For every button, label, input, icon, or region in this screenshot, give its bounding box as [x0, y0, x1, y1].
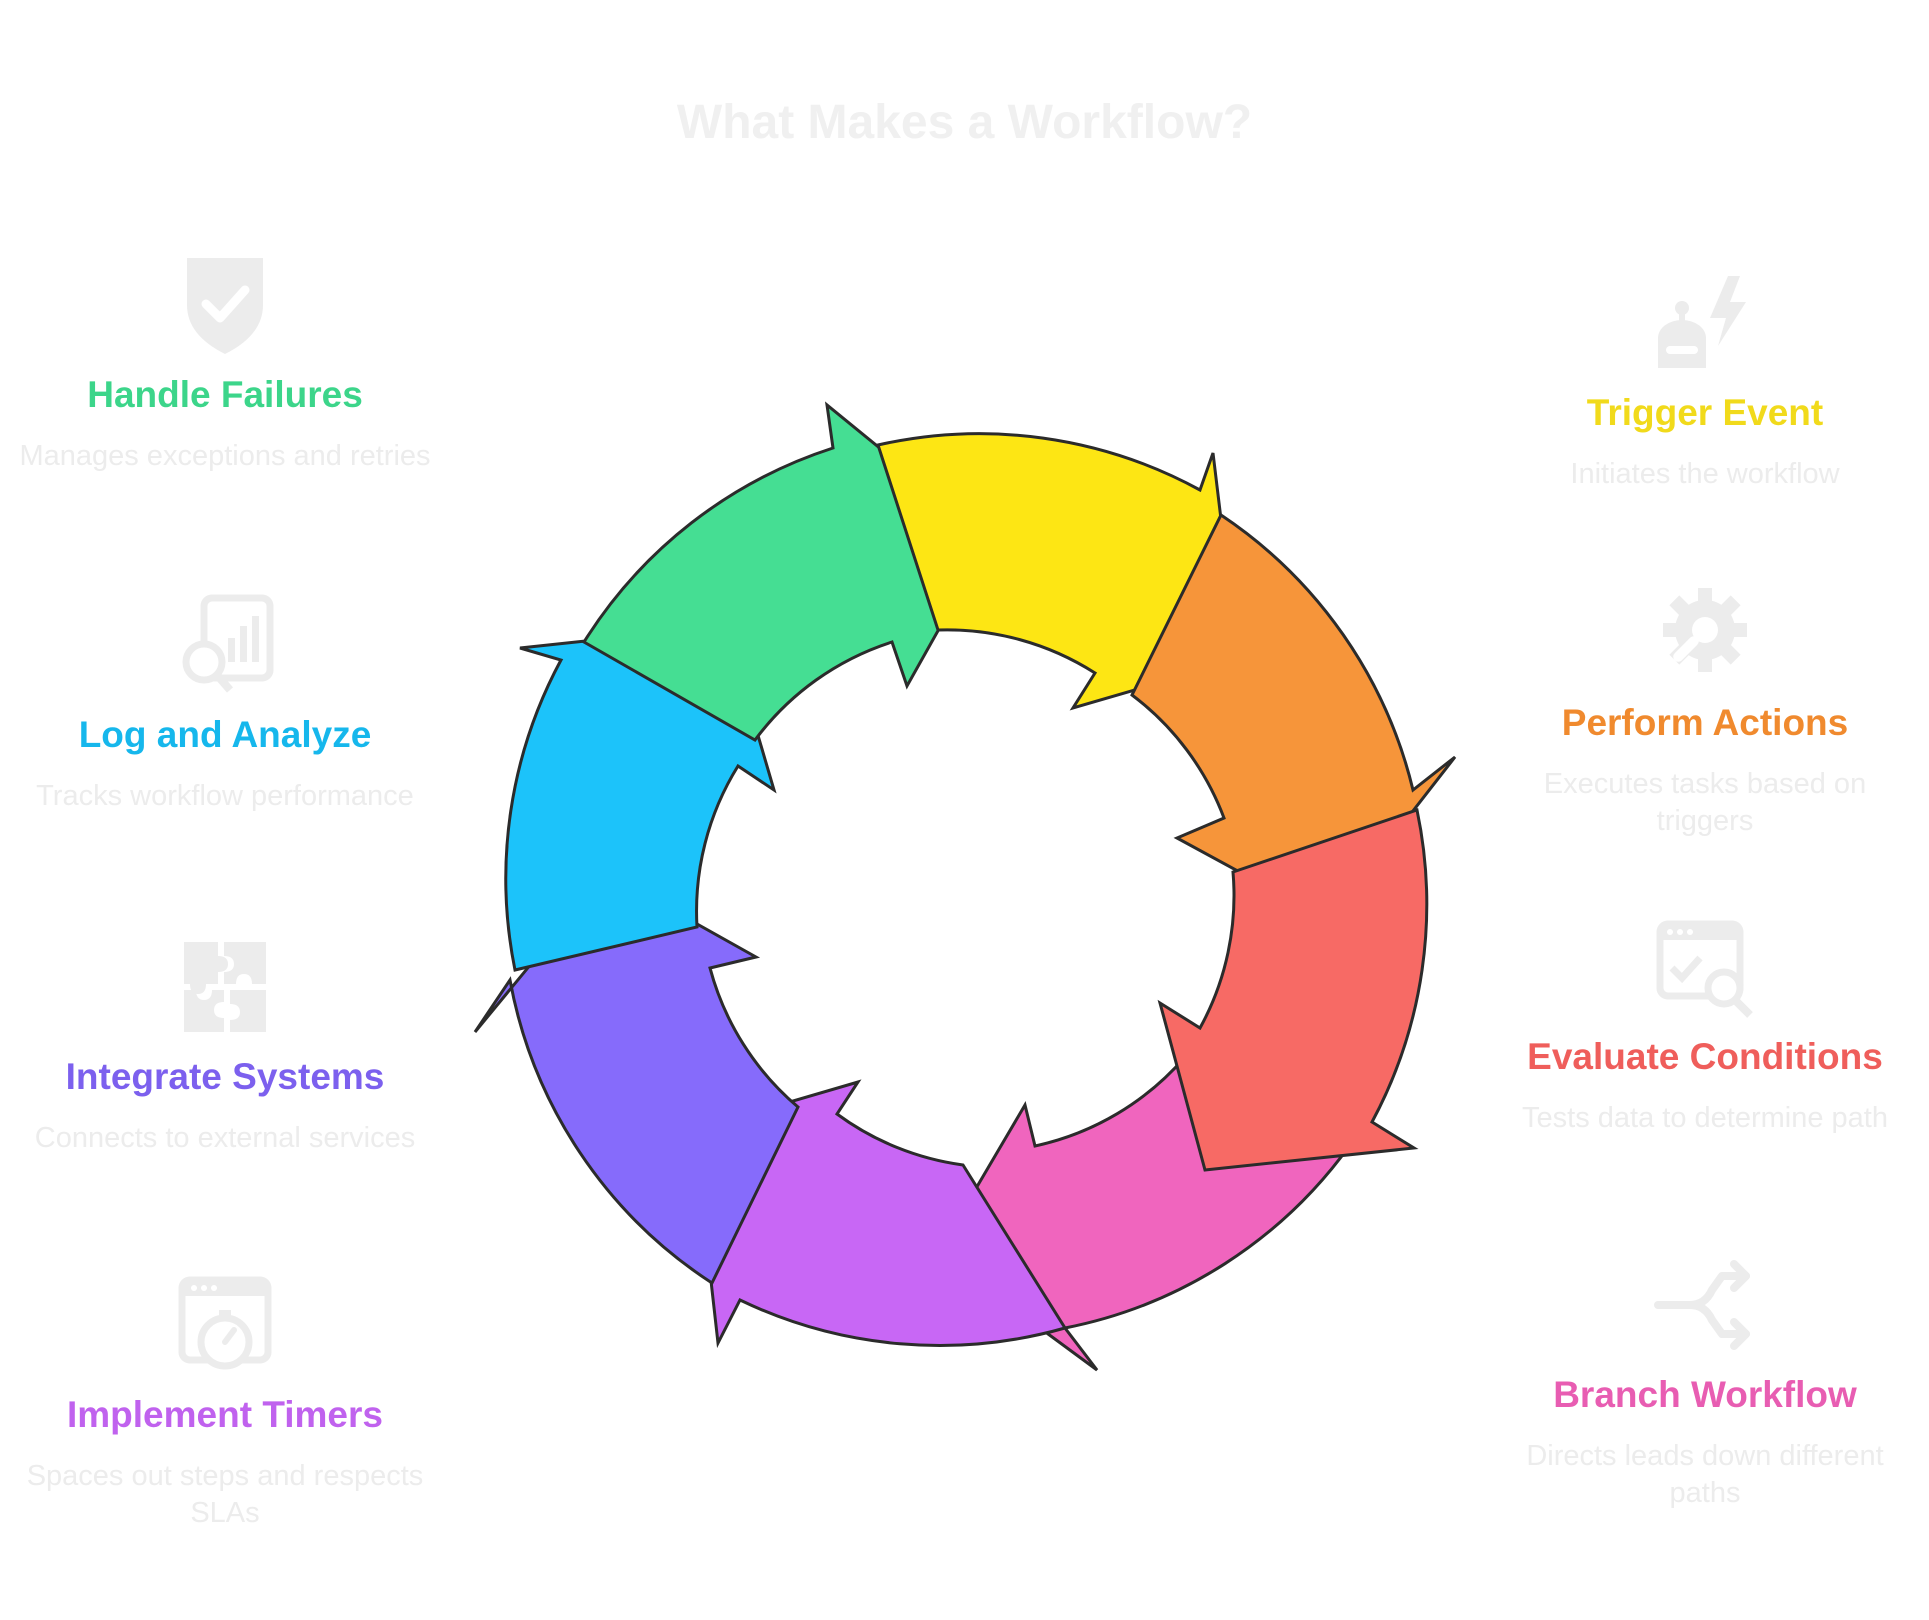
arrow-failures: [581, 401, 992, 742]
step-description: Connects to external services: [34, 1122, 416, 1154]
step-label: Handle Failures: [87, 374, 363, 415]
step-description: Manages exceptions and retries: [19, 440, 431, 472]
arrow-trigger: [876, 432, 1240, 711]
shield-check-icon: [187, 258, 263, 354]
step-label: Trigger Event: [1586, 392, 1824, 433]
gear-wrench-icon: [1663, 588, 1747, 672]
branch-arrows-icon: [1654, 1260, 1750, 1350]
step-branch-workflow: Branch Workflow Directs leads down diffe…: [1495, 1250, 1915, 1512]
chart-search-icon: [182, 594, 274, 693]
step-label: Perform Actions: [1561, 702, 1849, 743]
step-evaluate-conditions: Evaluate Conditions Tests data to determ…: [1495, 912, 1915, 1137]
step-description: Executes tasks based on triggers: [1543, 768, 1867, 837]
step-integrate-systems: Integrate Systems Connects to external s…: [15, 932, 435, 1157]
step-description: Initiates the workflow: [1570, 458, 1840, 490]
step-label: Evaluate Conditions: [1527, 1036, 1883, 1077]
step-description: Tracks workflow performance: [36, 780, 414, 812]
arrow-actions: [1130, 512, 1457, 922]
step-description: Directs leads down different paths: [1526, 1440, 1884, 1509]
step-implement-timers: Implement Timers Spaces out steps and re…: [15, 1270, 435, 1532]
robot-lightning-icon: [1658, 276, 1746, 368]
step-label: Log and Analyze: [78, 714, 372, 755]
step-label: Branch Workflow: [1553, 1374, 1857, 1415]
diagram-title: What Makes a Workflow?: [676, 96, 1253, 149]
arrow-timers: [692, 1079, 1068, 1349]
puzzle-pieces-icon: [184, 942, 266, 1032]
step-perform-actions: Perform Actions Executes tasks based on …: [1495, 578, 1915, 840]
step-label: Integrate Systems: [65, 1056, 385, 1097]
browser-stopwatch-icon: [178, 1276, 272, 1370]
step-handle-failures: Handle Failures Manages exceptions and r…: [15, 250, 435, 475]
step-description: Tests data to determine path: [1522, 1102, 1888, 1134]
arrow-integrate: [473, 871, 800, 1286]
step-description: Spaces out steps and respects SLAs: [26, 1460, 424, 1529]
browser-check-search-icon: [1656, 920, 1753, 1018]
step-log-and-analyze: Log and Analyze Tracks workflow performa…: [15, 590, 435, 815]
step-label: Implement Timers: [67, 1394, 383, 1435]
step-trigger-event: Trigger Event Initiates the workflow: [1495, 268, 1915, 493]
arrow-evaluate: [1157, 808, 1429, 1172]
